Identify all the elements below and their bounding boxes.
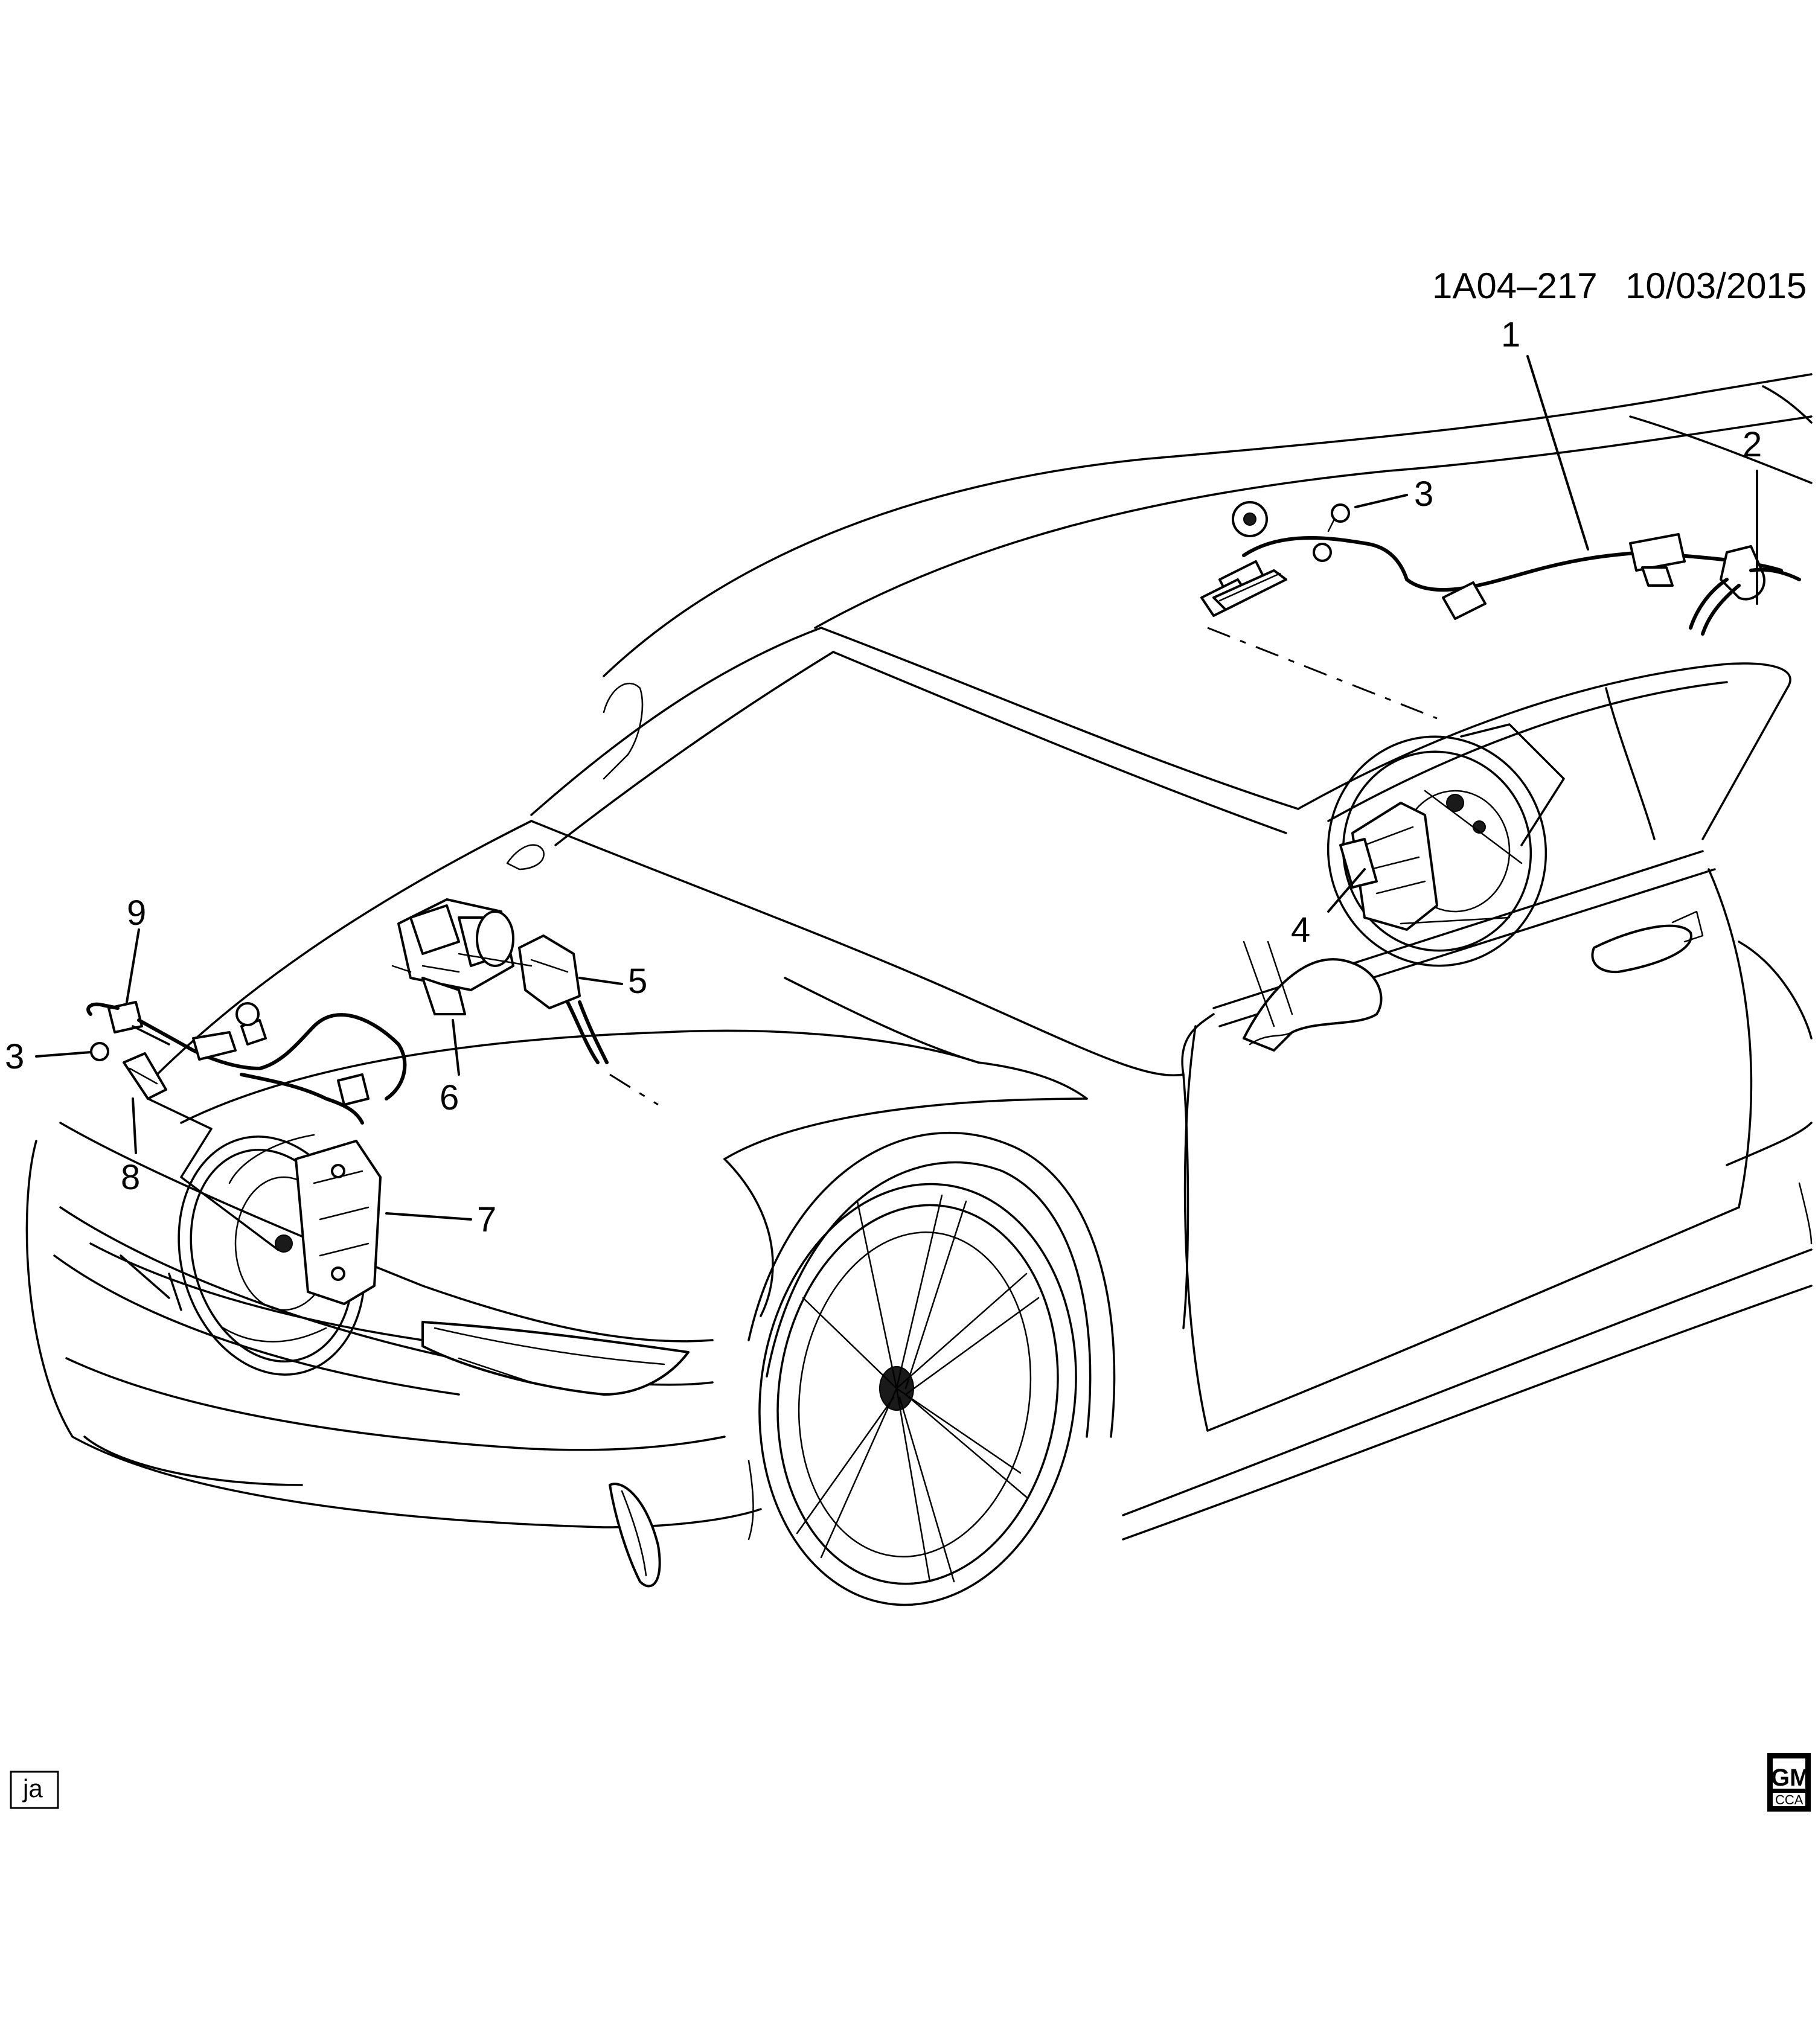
- callout-3-top: 3: [1414, 474, 1433, 514]
- callout-4: 4: [1291, 910, 1310, 950]
- artist-initials: ja: [22, 1774, 43, 1803]
- callout-5: 5: [628, 962, 647, 1001]
- callout-7: 7: [477, 1200, 496, 1239]
- front-sensor-harness: [86, 1001, 407, 1251]
- callout-6: 6: [440, 1078, 459, 1117]
- gm-logo-text: GM: [1771, 1765, 1810, 1791]
- diagram-date: 10/03/2015: [1625, 266, 1807, 306]
- gm-logo-icon: GM CCA: [1767, 1753, 1811, 1812]
- front-wheel: [758, 1183, 1077, 1606]
- parking-brake-switch: [518, 934, 659, 1106]
- diagram-id: 1A04–217: [1432, 266, 1598, 306]
- vehicle-outline: [25, 373, 1813, 1588]
- callout-9: 9: [127, 893, 146, 933]
- callout-leaders: [35, 355, 1758, 1221]
- callout-2: 2: [1743, 425, 1762, 464]
- rear-brake-harness: [1200, 501, 1801, 636]
- gm-logo-sub: CCA: [1775, 1792, 1804, 1807]
- callout-8: 8: [121, 1158, 140, 1197]
- callout-3-left: 3: [5, 1037, 24, 1076]
- rear-brake-assembly: [1327, 723, 1565, 967]
- front-brake-assembly: [178, 1134, 382, 1376]
- rear-harness-leader: [1207, 627, 1438, 720]
- rear-wheel-outline: [1798, 1182, 1813, 1245]
- ebcm-module: [391, 898, 533, 1015]
- artist-initials-box: ja: [10, 1771, 59, 1809]
- callout-1: 1: [1501, 315, 1520, 354]
